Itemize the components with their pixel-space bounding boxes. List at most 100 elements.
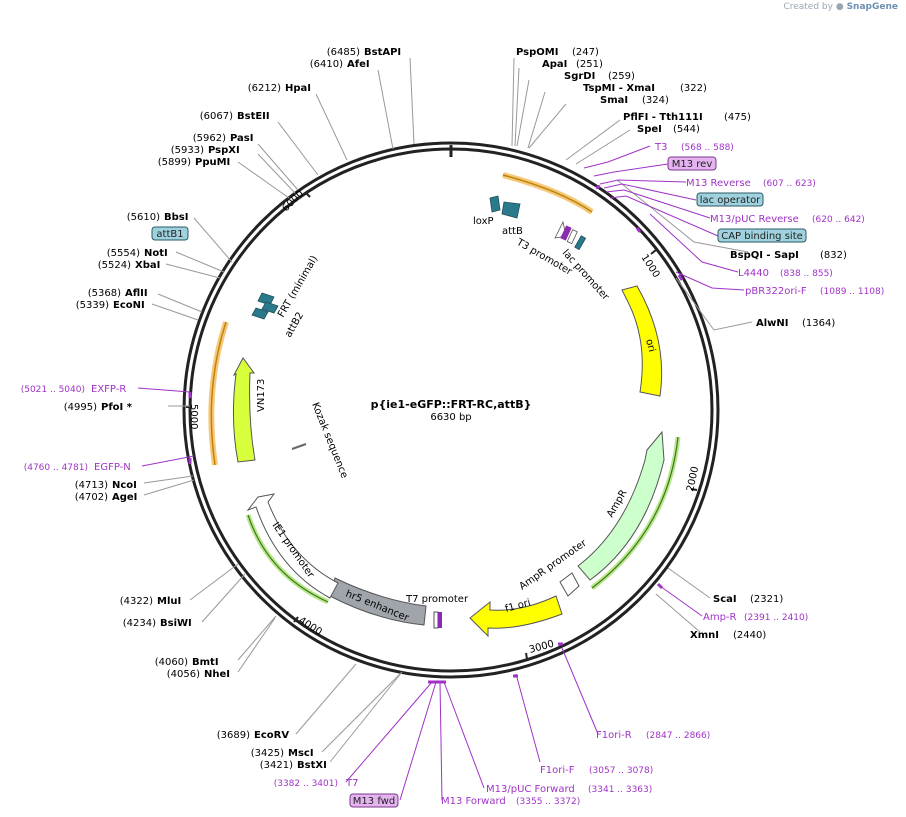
enzyme-name-bmti: BmtI — [192, 657, 219, 668]
primer-name-pbr322ori-f: pBR322ori-F — [745, 286, 807, 297]
enzyme-pos-tspmi-xmai: (322) — [680, 83, 707, 94]
primer-name-m13-puc-forward: M13/pUC Forward — [486, 784, 575, 795]
enzyme-name-aflii: AflII — [125, 288, 148, 299]
enzyme-name-pfoi: PfoI * — [101, 402, 133, 413]
feature-ie1-promoter — [246, 493, 339, 599]
primer-pos-f1ori-r: (2847 .. 2866) — [646, 731, 710, 741]
highlight-arc-left-core — [210, 321, 227, 466]
enzyme-name-xmni: XmnI — [690, 630, 719, 641]
enzyme-pos-bstxi: (3421) — [260, 760, 293, 771]
box-label-lac-operator: lac operator — [700, 195, 761, 206]
enzyme-name-alwni: AlwNI — [756, 318, 789, 329]
enzyme-labels-right: PspOMI (247) ApaI (251) SgrDI (259) TspM… — [516, 47, 847, 641]
enzyme-pos-ppumi: (5899) — [158, 157, 191, 168]
enzyme-name-mlui: MluI — [157, 596, 181, 607]
primer-pos-amp-r: (2391 .. 2410) — [744, 613, 808, 623]
enzyme-pos-bsteii: (6067) — [200, 111, 233, 122]
feature-ampr — [577, 430, 665, 581]
primer-name-m13-reverse: M13 Reverse — [686, 178, 751, 189]
feature-label-t7-promoter: T7 promoter — [405, 594, 469, 605]
primer-name-m13-rev: M13 rev — [672, 159, 713, 170]
feature-loxp — [489, 195, 501, 213]
enzyme-pos-bstapi: (6485) — [327, 47, 360, 58]
primer-name-m13-puc-reverse: M13/pUC Reverse — [710, 214, 799, 225]
enzyme-pos-xmni: (2440) — [733, 630, 766, 641]
feature-label-ie1-promoter: IE1 promoter — [270, 520, 317, 580]
primer-pos-m13-puc-forward: (3341 .. 3363) — [588, 785, 652, 795]
enzyme-pos-spei: (544) — [673, 124, 700, 135]
enzyme-name-bsiwi: BsiWI — [160, 618, 192, 629]
enzyme-name-noti: NotI — [144, 248, 168, 259]
tick-label-2000: 2000 — [685, 465, 701, 492]
primer-name-f1ori-r: F1ori-R — [596, 730, 632, 741]
feature-ampr-promoter — [559, 572, 580, 597]
enzyme-pos-pasi: (5962) — [193, 133, 226, 144]
enzyme-pos-mlui: (4322) — [120, 596, 153, 607]
feature-frt-arrows — [251, 292, 279, 320]
highlight-arc-left — [208, 321, 229, 466]
enzyme-name-bbsi: BbsI — [164, 212, 188, 223]
snapgene-credit: Created by ● SnapGene — [783, 2, 898, 12]
enzyme-name-bspqi-sapi: BspQI - SapI — [730, 250, 799, 261]
primer-name-t3: T3 — [654, 142, 667, 153]
enzyme-pos-pspomi: (247) — [572, 47, 599, 58]
enzyme-name-pasi: PasI — [230, 133, 253, 144]
primer-binding-marks — [188, 184, 684, 684]
primer-name-l4440: L4440 — [738, 268, 769, 279]
primer-pos-m13-reverse: (607 .. 623) — [763, 179, 816, 189]
feature-f1-ori — [469, 595, 563, 638]
enzyme-pos-sgrdi: (259) — [608, 71, 635, 82]
primer-pos-m13-forward: (3355 .. 3372) — [516, 797, 580, 807]
enzyme-name-msci: MscI — [288, 748, 314, 759]
enzyme-name-apai: ApaI — [542, 59, 567, 70]
enzyme-pos-aflii: (5368) — [88, 288, 121, 299]
enzyme-pos-smai: (324) — [642, 95, 669, 106]
box-label-cap-binding-site: CAP binding site — [721, 231, 803, 242]
tick-label-5000: 5000 — [188, 404, 199, 429]
tick-label-1000: 1000 — [638, 253, 661, 280]
enzyme-pos-scai: (2321) — [750, 594, 783, 605]
primer-name-m13-forward: M13 Forward — [441, 796, 506, 807]
boxed-primer-m13-fwd: M13 fwd — [349, 793, 399, 808]
primer-name-egfp-n: EGFP-N — [94, 462, 131, 473]
enzyme-labels-left: (6485) BstAPI (6410) AfeI (6212) HpaI (6… — [64, 47, 401, 771]
feature-label-ori: ori — [643, 338, 657, 353]
tick-label-6000: 6000 — [280, 188, 306, 214]
enzyme-name-scai: ScaI — [713, 594, 737, 605]
feature-label-loxp: loxP — [473, 216, 494, 227]
feature-hr5-enhancer — [329, 577, 427, 626]
enzyme-name-ppumi: PpuMI — [195, 157, 230, 168]
enzyme-name-econi: EcoNI — [113, 300, 145, 311]
enzyme-pos-pflfi-tth111i: (475) — [724, 112, 751, 123]
enzyme-pos-bsiwi: (4234) — [123, 618, 156, 629]
enzyme-pos-hpai: (6212) — [248, 83, 281, 94]
boxed-primer-m13-rev: M13 rev — [667, 156, 717, 171]
feature-label-kozak: Kozak sequence — [309, 401, 349, 480]
enzyme-name-ecorv: EcoRV — [254, 730, 289, 741]
enzyme-pos-agei: (4702) — [75, 492, 108, 503]
primer-name-f1ori-f: F1ori-F — [540, 765, 575, 776]
feature-vn173 — [232, 357, 256, 463]
highlight-arc-ampr-core — [591, 436, 679, 589]
enzyme-name-afei: AfeI — [347, 59, 370, 70]
primer-name-exfp-r: EXFP-R — [91, 384, 126, 395]
snapgene-logo-icon: ● — [835, 2, 844, 12]
enzyme-pos-bspqi-sapi: (832) — [820, 250, 847, 261]
feature-label-frt-minimal: FRT (minimal) — [276, 254, 320, 320]
highlight-arc-top-core — [502, 174, 593, 213]
primer-labels: T3 (568 .. 588) M13 Reverse (607 .. 623)… — [21, 142, 885, 807]
enzyme-pos-bbsi: (5610) — [127, 212, 160, 223]
enzyme-pos-bmti: (4060) — [155, 657, 188, 668]
feature-t7-marker — [438, 612, 442, 628]
enzyme-name-bstxi: BstXI — [297, 760, 327, 771]
primer-name-m13-fwd: M13 fwd — [353, 796, 395, 807]
enzyme-name-bstapi: BstAPI — [364, 47, 401, 58]
enzyme-name-pspomi: PspOMI — [516, 47, 558, 58]
feature-kozak — [291, 443, 307, 450]
primer-pos-m13-puc-reverse: (620 .. 642) — [812, 215, 865, 225]
primer-pos-exfp-r: (5021 .. 5040) — [21, 385, 85, 395]
box-label-attb1: attB1 — [156, 229, 183, 240]
highlight-arc-ie1-core — [247, 514, 329, 603]
boxed-feature-cap-binding-site: CAP binding site — [717, 228, 807, 243]
primer-pos-egfp-n: (4760 .. 4781) — [24, 463, 88, 473]
